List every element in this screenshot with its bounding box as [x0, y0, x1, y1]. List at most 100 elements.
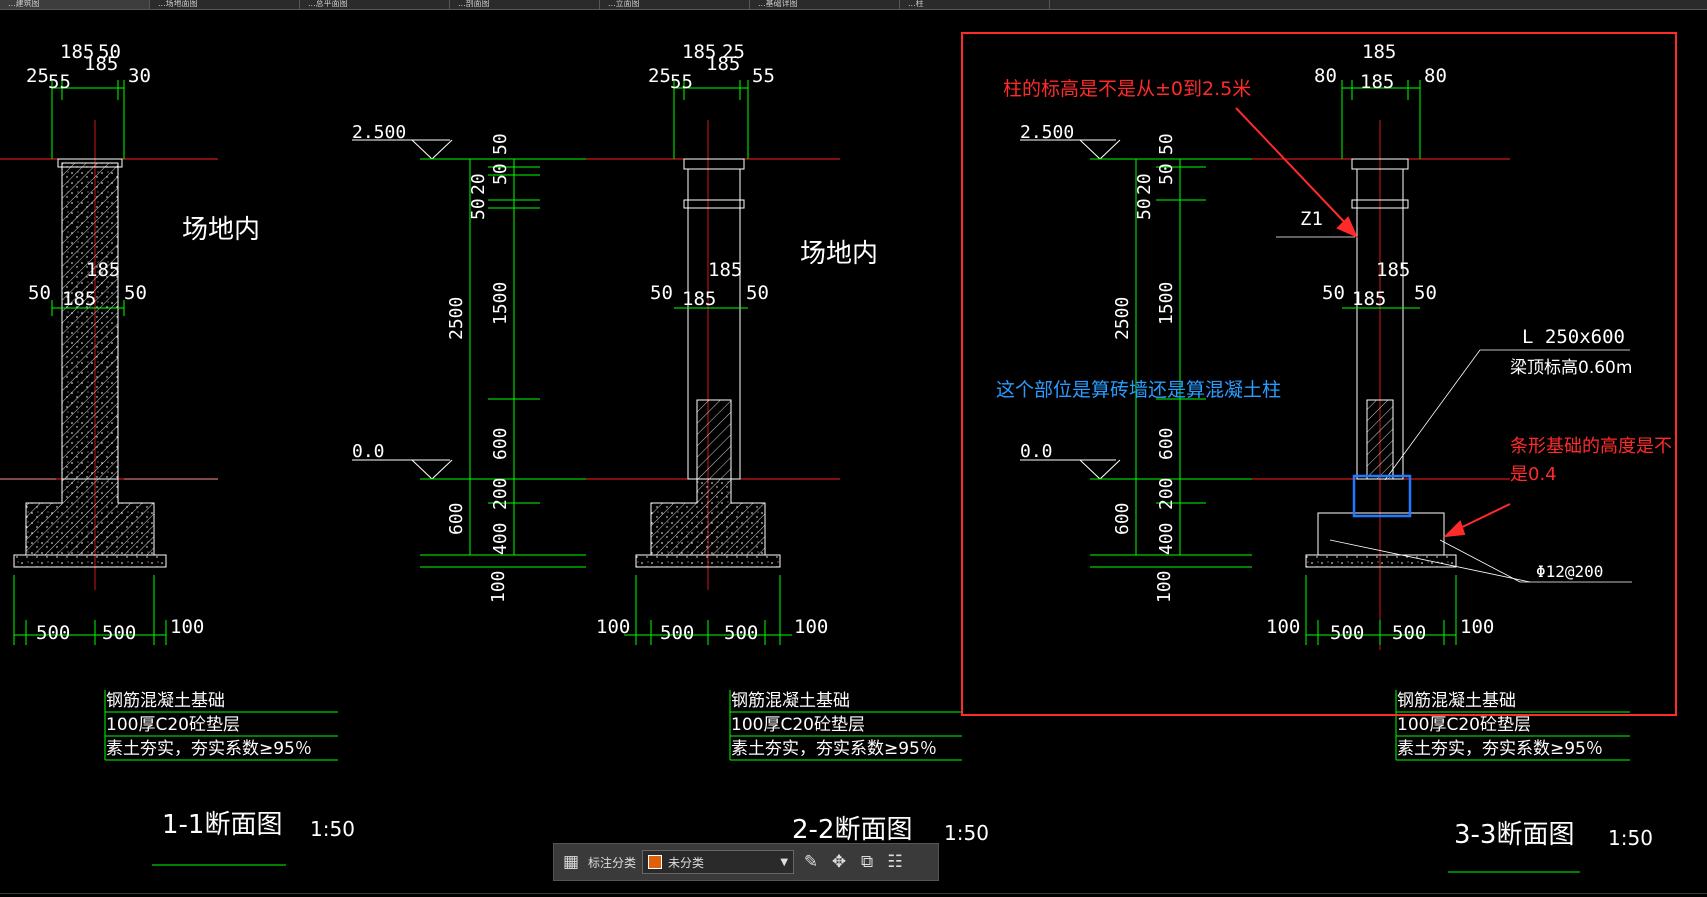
- elevation-top: 2.500: [1020, 122, 1074, 143]
- document-tab[interactable]: ...基础详图: [750, 0, 900, 9]
- dim-text: 100: [1266, 616, 1300, 638]
- dim-text: 1500: [1156, 282, 1177, 325]
- annotation-question-footing-2: 是0.4: [1510, 464, 1557, 485]
- dim-text: 50: [490, 163, 511, 185]
- site-label: 场地内: [182, 215, 260, 245]
- dim-text: 100: [1460, 616, 1494, 638]
- dim-text: 200: [1156, 477, 1177, 510]
- section-title: 1-1断面图: [162, 810, 282, 840]
- dim-text: 185: [84, 53, 118, 75]
- elevation-top: 2.500: [352, 122, 406, 143]
- move-icon[interactable]: ✥: [831, 852, 847, 872]
- dim-text: 80: [1314, 65, 1337, 87]
- dim-text: 185: [60, 41, 94, 63]
- edit-icon[interactable]: ✎: [803, 852, 819, 872]
- dim-text: 600: [1112, 502, 1133, 535]
- dim-text: 1500: [490, 282, 511, 325]
- dim-text: 2500: [1112, 297, 1133, 340]
- dim-text: 55: [752, 65, 775, 87]
- rebar-label: Φ12@200: [1536, 562, 1603, 581]
- beam-top-label: 梁顶标高0.60m: [1510, 358, 1632, 378]
- dim-text: 20: [1134, 173, 1155, 195]
- dim-text: 400: [490, 522, 511, 555]
- column-tag: Z1: [1300, 208, 1323, 230]
- copy-icon[interactable]: ⧉: [860, 852, 874, 872]
- dim-text: 50: [124, 282, 147, 304]
- dim-text: 100: [488, 570, 509, 603]
- dim-text: 100: [1154, 570, 1175, 603]
- note-line: 素土夯实，夯实系数≥95％: [106, 739, 312, 759]
- note-line: 素土夯实，夯实系数≥95％: [731, 739, 937, 759]
- chevron-down-icon: ▼: [780, 856, 789, 868]
- dim-text: 50: [98, 41, 121, 63]
- dim-text: 50: [746, 282, 769, 304]
- section-scale: 1:50: [944, 821, 989, 845]
- dim-text: 50: [1156, 163, 1177, 185]
- annotation-question-footing: 条形基础的高度是不: [1510, 436, 1672, 457]
- dim-text: 55: [48, 71, 71, 93]
- dim-text: 185: [682, 288, 716, 310]
- dim-text: 25: [26, 65, 49, 87]
- dim-text: 2500: [446, 297, 467, 340]
- dim-text: 185: [1360, 71, 1394, 93]
- elevation-ground: 0.0: [352, 441, 385, 462]
- dim-text: 600: [490, 427, 511, 460]
- note-line: 素土夯实，夯实系数≥95％: [1397, 739, 1603, 759]
- site-label: 场地内: [800, 239, 878, 269]
- dim-text: 25: [648, 65, 671, 87]
- elevation-dimensions-right: 2.500 0.0 2500 600 100 50 50 20 50 1500 …: [1020, 122, 1252, 603]
- annotation-toolbar: ▦ 标注分类 未分类 ▼ ✎ ✥ ⧉ ☷: [553, 843, 939, 881]
- category-label: 标注分类: [588, 855, 637, 870]
- dim-text: 185: [1376, 259, 1410, 281]
- dim-text: 500: [36, 622, 70, 644]
- dim-text: 400: [1156, 522, 1177, 555]
- review-annotations: 柱的标高是不是从±0到2.5米 这个部位是算砖墙还是算混凝土柱 条形基础的高度是…: [961, 32, 1677, 716]
- dim-text: 50: [1322, 282, 1345, 304]
- grid-icon[interactable]: ▦: [562, 852, 580, 872]
- dim-text: 80: [1424, 65, 1447, 87]
- category-value: 未分类: [668, 855, 705, 870]
- dim-text: 185: [1352, 288, 1386, 310]
- note-line: 100厚C20砼垫层: [731, 715, 865, 735]
- dim-text: 50: [1414, 282, 1437, 304]
- dim-text: 30: [128, 65, 151, 87]
- beam-label: L 250x600: [1522, 326, 1625, 348]
- color-swatch: [648, 855, 663, 869]
- note-line: 100厚C20砼垫层: [106, 715, 240, 735]
- dim-text: 600: [1156, 427, 1177, 460]
- dim-text: 500: [660, 622, 694, 644]
- document-tab[interactable]: ...立面图: [600, 0, 750, 9]
- annotation-question-material: 这个部位是算砖墙还是算混凝土柱: [996, 379, 1281, 401]
- section-scale: 1:50: [310, 817, 355, 841]
- elevation-level-lines: [0, 120, 1510, 650]
- dim-text: 185: [1362, 41, 1396, 63]
- document-tab[interactable]: ...剖面图: [450, 0, 600, 9]
- dim-text: 100: [794, 616, 828, 638]
- document-tab[interactable]: ...总平面图: [300, 0, 450, 9]
- section-1-1: 185 50 25 55 185 30 50 185 185 50 500 50…: [0, 41, 355, 866]
- document-tab-bar: ...建筑图 ...场地面图 ...总平面图 ...剖面图 ...立面图 ...…: [0, 0, 1707, 10]
- paste-icon[interactable]: ☷: [887, 852, 903, 872]
- dim-text: 100: [170, 616, 204, 638]
- note-line: 100厚C20砼垫层: [1397, 715, 1531, 735]
- dim-text: 25: [722, 41, 745, 63]
- highlight-box: [1352, 474, 1412, 518]
- cad-drawing-canvas[interactable]: 185 50 25 55 185 30 50 185 185 50 500 50…: [0, 10, 1707, 893]
- document-tab[interactable]: ...建筑图: [0, 0, 150, 9]
- category-dropdown[interactable]: 未分类 ▼: [642, 850, 795, 874]
- dim-text: 185: [62, 288, 96, 310]
- document-tab[interactable]: ...柱: [900, 0, 1050, 9]
- review-frame: [961, 32, 1677, 716]
- dim-text: 50: [490, 133, 511, 155]
- dim-text: 185: [708, 259, 742, 281]
- document-tab[interactable]: ...场地面图: [150, 0, 300, 9]
- section-title: 2-2断面图: [792, 815, 912, 845]
- section-3-3: 185 80 185 80 50 185 185 50 100 500 500 …: [1266, 41, 1653, 873]
- dim-text: 20: [468, 173, 489, 195]
- dim-text: 500: [724, 622, 758, 644]
- note-line: 钢筋混凝土基础: [106, 691, 225, 711]
- dim-text: 500: [1330, 622, 1364, 644]
- elevation-dimensions-left: 2.500 0.0 2500 600 100 50 50 20 50 1500 …: [352, 122, 586, 603]
- dim-text: 50: [650, 282, 673, 304]
- elevation-ground: 0.0: [1020, 441, 1053, 462]
